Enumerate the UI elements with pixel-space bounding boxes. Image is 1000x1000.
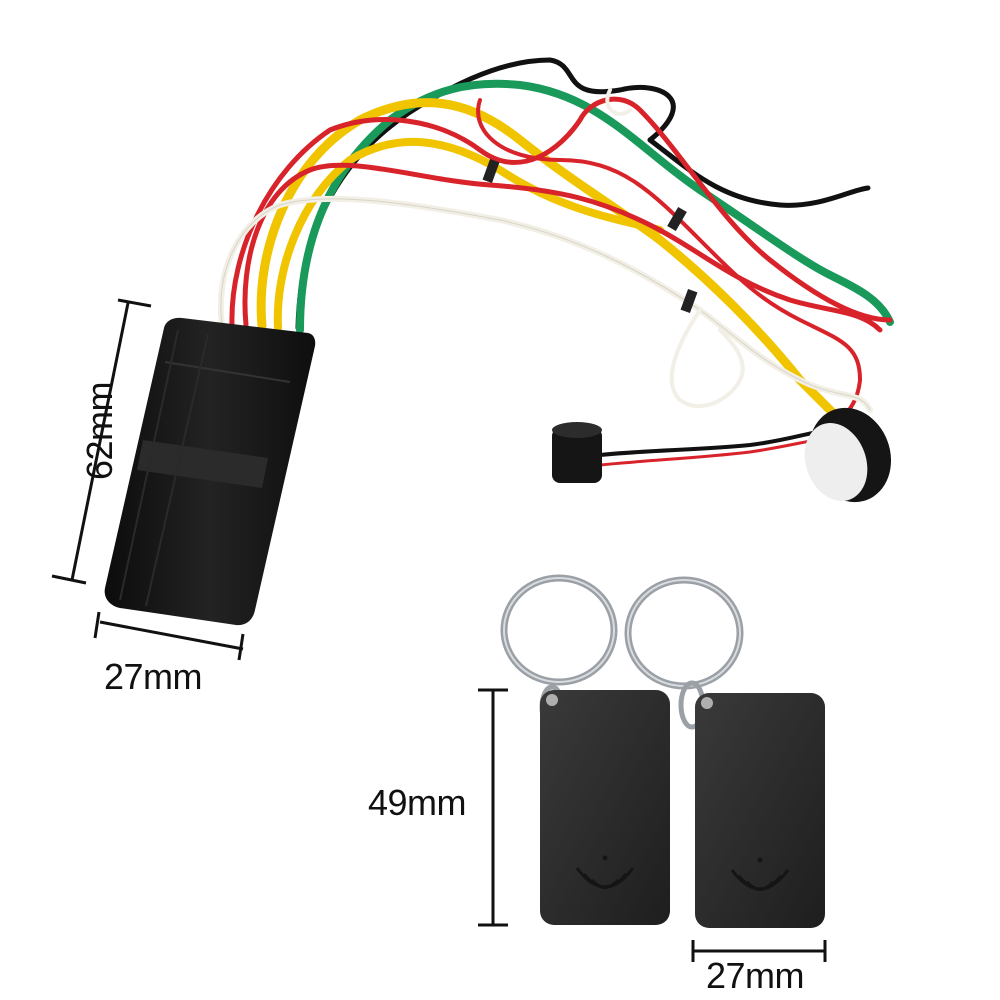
tag-height-label: 49mm [368, 782, 467, 823]
led-indicator [804, 407, 892, 503]
rfid-key-tag [500, 574, 670, 925]
wiring-harness [217, 57, 894, 422]
module-width-label: 27mm [104, 656, 203, 697]
immobilizer-module [104, 317, 316, 626]
rfid-key-tag [624, 576, 825, 928]
buzzer [552, 422, 831, 483]
tag-width-label: 27mm [706, 955, 805, 996]
dimension-lines [51, 298, 827, 962]
module-height-label: 62mm [79, 381, 120, 481]
